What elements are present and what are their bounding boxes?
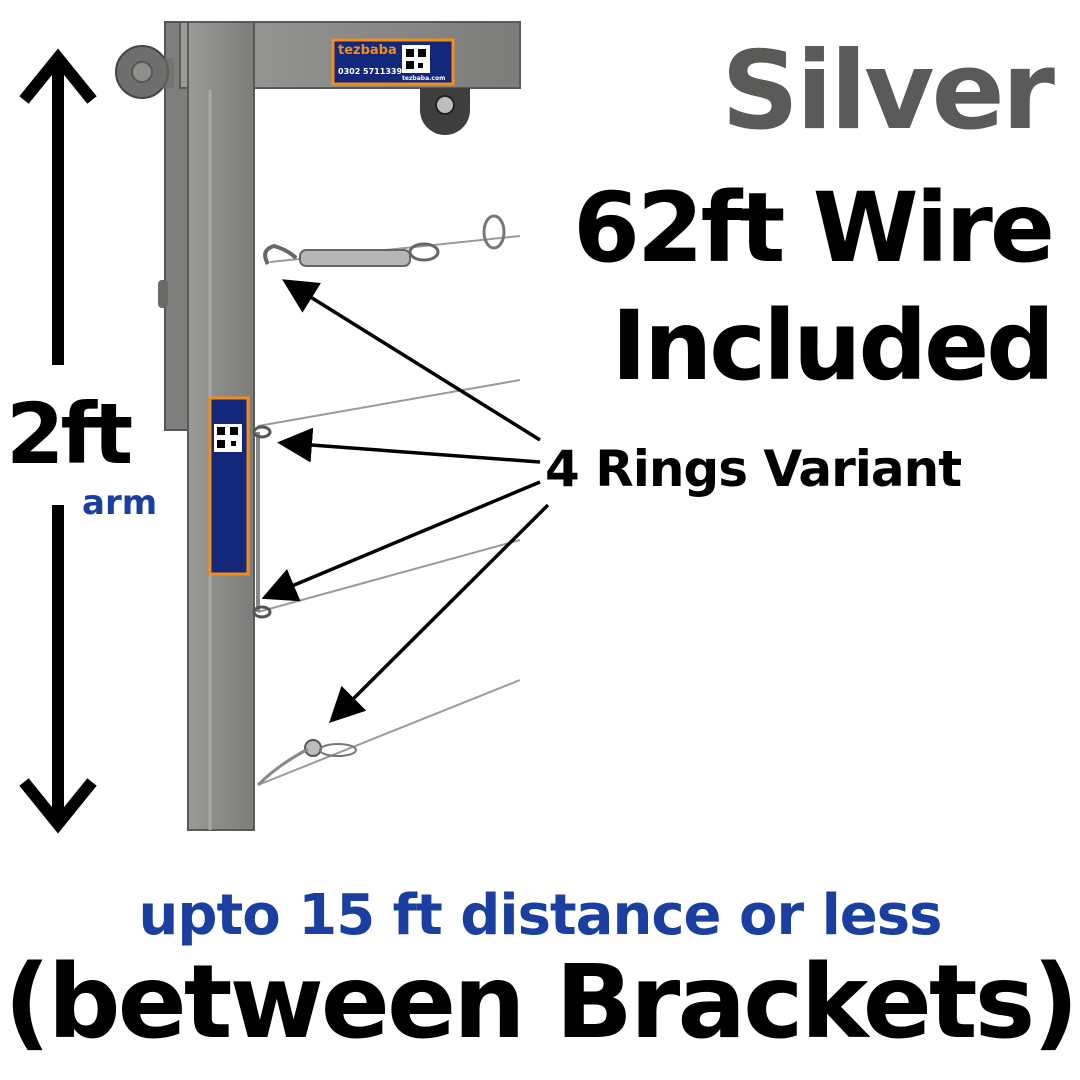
brand-sticker-vertical <box>208 396 250 576</box>
between-brackets-note: (between Brackets) <box>4 943 1079 1062</box>
arm-length-value: 2ft <box>6 385 133 483</box>
clothesline-wires <box>257 235 521 786</box>
sticker-website: tezbaba.com <box>402 75 446 82</box>
ring-rod <box>252 425 272 619</box>
rings-variant-label: 4 Rings Variant <box>545 440 962 498</box>
included-heading: Included <box>611 290 1055 402</box>
sticker-phone: 0302 5711339 <box>338 67 403 76</box>
callout-arrows <box>261 279 550 723</box>
distance-note: upto 15 ft distance or less <box>138 883 943 948</box>
height-dimension-arrow <box>19 48 97 834</box>
wire-length-heading: 62ft Wire <box>573 172 1055 284</box>
wall-bracket <box>115 21 521 831</box>
arm-length-unit: arm <box>82 483 158 523</box>
turnbuckle <box>263 214 506 267</box>
sticker-brand: tezbaba <box>338 43 397 58</box>
wire-clamp <box>256 739 357 787</box>
brand-sticker-top <box>331 38 455 86</box>
color-name-heading: Silver <box>721 29 1055 154</box>
